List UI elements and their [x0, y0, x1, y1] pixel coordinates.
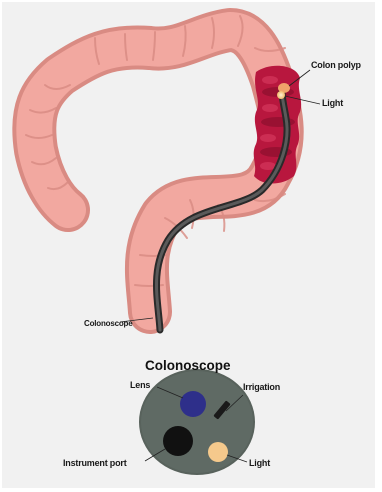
- detail-title: Colonoscope: [145, 358, 231, 373]
- light-label-bottom: Light: [249, 458, 270, 468]
- scope-light: [277, 91, 285, 99]
- instrument-port-label: Instrument port: [63, 458, 127, 468]
- lens-circle: [180, 391, 206, 417]
- colon-polyp-label: Colon polyp: [311, 60, 361, 70]
- irrigation-label: Irrigation: [243, 382, 280, 392]
- light-label-top: Light: [322, 98, 343, 108]
- lens-label: Lens: [130, 380, 150, 390]
- light-circle: [208, 442, 228, 462]
- colonoscope-label: Colonoscope: [84, 319, 132, 328]
- instrument-port-circle: [163, 426, 193, 456]
